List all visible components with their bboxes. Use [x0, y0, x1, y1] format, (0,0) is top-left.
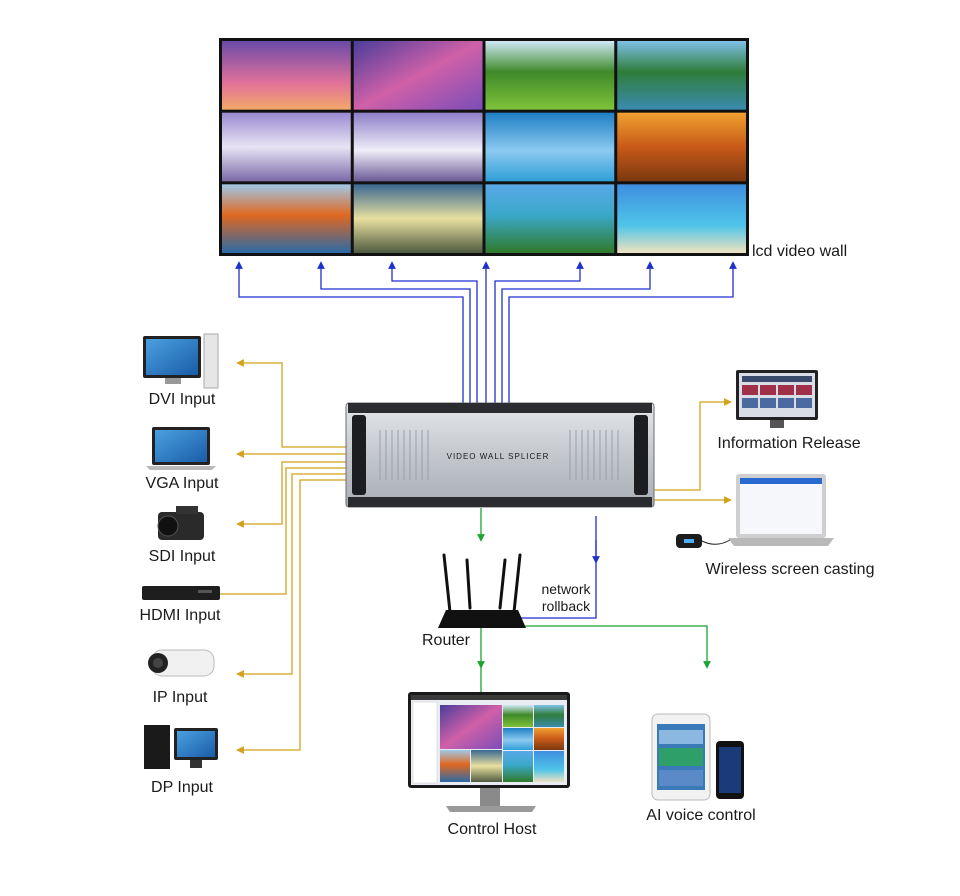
router-label: Router — [422, 632, 471, 649]
wall-tile-sunset-sky — [222, 41, 351, 110]
output-link-7 — [508, 261, 737, 403]
vga-device: VGA Input — [146, 427, 219, 492]
vga-input-label: VGA Input — [146, 475, 219, 492]
ip-device: IP Input — [148, 649, 215, 706]
control-host-device: Control Host — [408, 692, 570, 838]
hdmi-device: HDMI Input — [140, 586, 221, 624]
wall-tile-blue-sky — [485, 112, 615, 182]
splicer-label: VIDEO WALL SPLICER — [447, 452, 550, 461]
dvi-link — [236, 359, 346, 448]
wall-tile-snow-peaks — [353, 112, 483, 182]
dp-input-label: DP Input — [151, 779, 214, 796]
hdmi-link — [200, 467, 346, 595]
video-wall-splicer: VIDEO WALL SPLICER — [345, 402, 655, 508]
video-output-links — [235, 261, 737, 403]
control-host-label: Control Host — [448, 821, 537, 838]
ip-input-label: IP Input — [153, 689, 208, 706]
dvi-input-label: DVI Input — [149, 391, 216, 408]
dp-device: DP Input — [144, 725, 218, 796]
wall-tile-snowy-mountain — [222, 112, 351, 182]
output-link-6 — [501, 261, 654, 403]
wireless-casting-device: Wireless screen casting — [676, 474, 874, 578]
wall-tile-green-field — [485, 41, 615, 110]
video-wall-tiles — [222, 41, 746, 253]
sdi-device: SDI Input — [149, 506, 216, 565]
wireless-casting-label: Wireless screen casting — [706, 561, 875, 578]
router-ai-link — [510, 625, 711, 669]
wall-tile-sunlit-road — [353, 184, 483, 253]
ai-voice-device: AI voice control — [646, 713, 756, 824]
dvi-device: DVI Input — [143, 333, 219, 408]
sdi-input-label: SDI Input — [149, 548, 216, 565]
rollback-label: rollback — [542, 598, 591, 614]
ip-link — [236, 473, 346, 678]
router-device: Router network rollback — [422, 553, 592, 649]
output-link-3 — [388, 261, 478, 403]
wall-tile-tropical-beach — [617, 184, 746, 253]
hdmi-input-label: HDMI Input — [140, 607, 221, 624]
output-link-1 — [235, 261, 464, 403]
input-links — [200, 359, 732, 754]
output-link-2 — [317, 261, 471, 403]
video-wall-label: lcd video wall — [752, 243, 847, 260]
information-release-device: Information Release — [717, 370, 861, 452]
wall-tile-autumn-forest — [617, 112, 746, 182]
information-release-label: Information Release — [717, 435, 860, 452]
sdi-link — [236, 461, 346, 528]
wall-tile-green-coast — [485, 184, 615, 253]
wall-tile-pink-clouds — [353, 41, 483, 110]
output-link-5 — [494, 261, 584, 403]
lcd-video-wall: lcd video wall — [219, 38, 847, 260]
network-label: network — [541, 581, 591, 597]
ai-voice-label: AI voice control — [646, 807, 755, 824]
wall-tile-autumn-lake — [222, 184, 351, 253]
dp-link — [236, 479, 346, 754]
wall-tile-mountain-lake — [617, 41, 746, 110]
info-release-link — [654, 398, 732, 491]
